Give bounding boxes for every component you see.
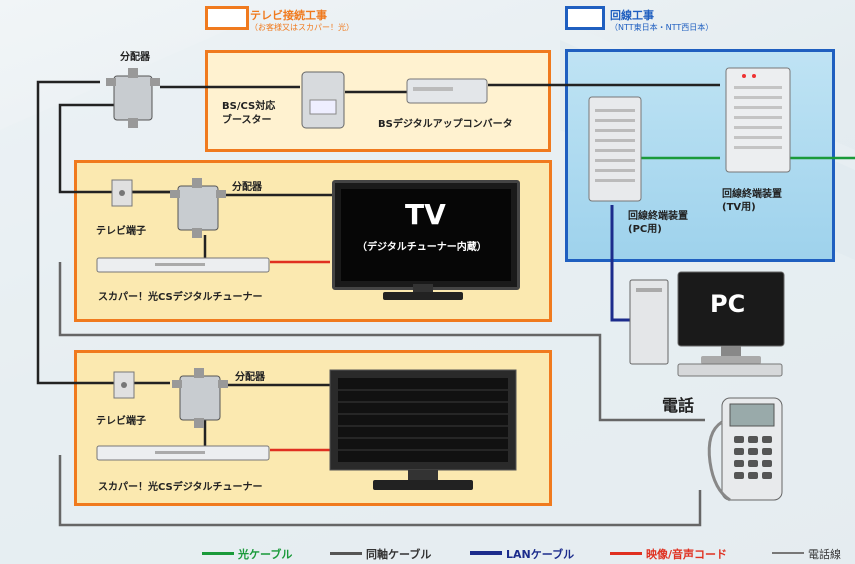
bot-tv-device [329, 369, 517, 490]
bot-tuner-device [96, 445, 270, 461]
coax-splitter-left [36, 80, 170, 385]
legend-line-av [610, 552, 642, 555]
phone-line-bot [58, 455, 702, 527]
legend-label-lan: LANケーブル [506, 548, 575, 561]
mid-tuner-label: スカパー！光CSデジタルチューナー [98, 292, 263, 303]
top-splitter-device [106, 68, 160, 128]
line-work-legend-title: 回線工事 [610, 9, 654, 22]
tv-work-legend-swatch [205, 6, 249, 30]
legend-line-phone [772, 552, 804, 554]
tv-work-legend-title: テレビ接続工事 [250, 9, 327, 22]
legend-label-phone: 電話線 [808, 548, 841, 561]
mid-tv-stand [383, 284, 463, 300]
mid-tv-sublabel: （デジタルチューナー内蔵） [357, 242, 487, 253]
booster-device [301, 71, 345, 129]
legend-line-lan [470, 551, 502, 555]
pc-tower-device [629, 279, 669, 365]
legend-label-coax: 同軸ケーブル [366, 548, 432, 561]
mid-splitter-device [170, 178, 226, 238]
legend-label-fiber: 光ケーブル [238, 548, 293, 561]
tv-work-legend-subtitle: （お客様又はスカパー！光） [250, 23, 354, 32]
pc-monitor-device [677, 271, 785, 364]
line-work-legend-swatch [565, 6, 605, 30]
converter-label: BSデジタルアップコンバータ [378, 119, 513, 130]
lan-cable [610, 205, 630, 322]
phone-label: 電話 [662, 396, 695, 415]
cable-legend: 光ケーブル 同軸ケーブル LANケーブル 映像/音声コード 電話線 [200, 546, 855, 562]
bot-tv-outlet-label: テレビ端子 [96, 416, 146, 427]
line-work-legend-subtitle: （NTT東日本・NTT西日本） [610, 23, 714, 32]
bot-tv-outlet-device [113, 371, 135, 399]
legend-line-coax [330, 552, 362, 555]
bot-splitter-label: 分配器 [235, 372, 265, 383]
legend-line-fiber [202, 552, 234, 555]
ont-pc-device [588, 96, 642, 202]
mid-tv-label: TV [405, 198, 446, 231]
converter-device [406, 78, 488, 104]
top-booster-panel [205, 50, 551, 152]
bot-splitter-device [172, 368, 228, 428]
phone-device [707, 397, 783, 502]
ont-pc-label: 回線終端装置 (PC用) [628, 211, 688, 235]
mid-tuner-device [96, 257, 270, 273]
ont-tv-label: 回線終端装置 (TV用) [722, 189, 782, 213]
booster-label: BS/CS対応 ブースター [222, 101, 276, 126]
mid-splitter-label: 分配器 [232, 182, 262, 193]
ont-tv-device [725, 67, 791, 173]
top-splitter-label: 分配器 [120, 52, 150, 63]
phone-line-mid [58, 262, 705, 422]
pc-label: PC [710, 290, 746, 318]
mid-tv-outlet-device [111, 179, 133, 207]
keyboard-device [677, 363, 783, 377]
mid-tv-device [332, 180, 520, 290]
mid-tv-outlet-label: テレビ端子 [96, 226, 146, 237]
legend-label-av: 映像/音声コード [646, 548, 728, 561]
bot-tuner-label: スカパー！光CSデジタルチューナー [98, 482, 263, 493]
